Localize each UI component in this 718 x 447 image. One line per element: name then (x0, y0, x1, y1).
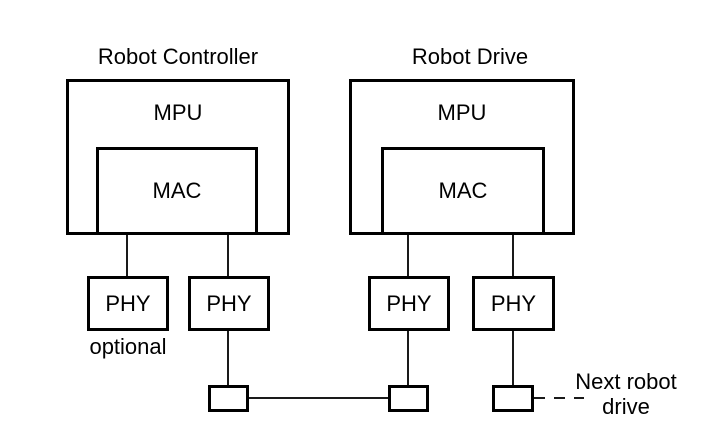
rc-phy-optional-box: PHY (87, 276, 169, 331)
rc-phy-to-port-line (227, 331, 229, 385)
rd-mac-to-phy1-line (407, 235, 409, 276)
rd-phy1-to-port-line (407, 331, 409, 385)
robot-drive-mpu-label: MPU (437, 100, 487, 125)
rc-mac-to-phy1-line (126, 235, 128, 276)
rc-phy-box: PHY (188, 276, 270, 331)
robot-drive-title: Robot Drive (411, 44, 529, 69)
robot-drive-mac-box: MAC (381, 147, 545, 235)
rd-port-left-box (388, 385, 429, 412)
next-robot-drive-label: Next robot drive (570, 369, 682, 419)
robot-controller-mpu-label: MPU (153, 100, 203, 125)
rd-phy-right-box: PHY (472, 276, 555, 331)
rd-phy-left-box: PHY (368, 276, 450, 331)
next-robot-drive-label-line2: drive (602, 394, 650, 419)
next-robot-drive-label-line1: Next robot (575, 369, 677, 394)
robot-controller-title: Robot Controller (97, 44, 259, 69)
next-drive-dashed-line (534, 397, 584, 399)
optional-label: optional (89, 334, 167, 359)
rd-phy2-to-port-line (512, 331, 514, 385)
rd-mac-to-phy2-line (512, 235, 514, 276)
rd-port-right-box (492, 385, 534, 412)
robot-controller-mac-box: MAC (96, 147, 258, 235)
rc-port-box (208, 385, 249, 412)
controller-to-drive-cable-line (249, 397, 388, 399)
rc-mac-to-phy2-line (227, 235, 229, 276)
